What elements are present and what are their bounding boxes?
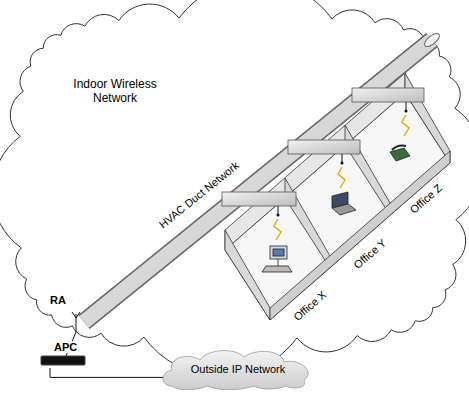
branch-duct	[352, 88, 424, 136]
apc-box	[40, 355, 88, 367]
antenna-label: RA	[50, 294, 66, 307]
laptop	[332, 192, 356, 215]
network-name: Outside IP Network	[158, 348, 318, 376]
network-cloud	[0, 0, 469, 376]
partition-wall	[225, 230, 270, 320]
front-wall	[270, 151, 450, 320]
ip-network-cloud: Outside IP Network	[158, 348, 318, 390]
desktop-computer	[262, 246, 292, 272]
branch-duct	[222, 192, 296, 240]
telephone	[390, 146, 410, 162]
apc-device: APC	[36, 340, 92, 368]
network-link	[50, 368, 166, 377]
device-label: APC	[36, 340, 92, 354]
duct-end	[422, 31, 441, 49]
network-title: Indoor Wireless Network	[55, 78, 175, 106]
partition-wall	[405, 73, 450, 163]
cloud-shape	[163, 351, 308, 390]
branch-duct	[288, 140, 360, 188]
partition-wall	[285, 178, 330, 268]
partition-wall	[345, 125, 390, 215]
